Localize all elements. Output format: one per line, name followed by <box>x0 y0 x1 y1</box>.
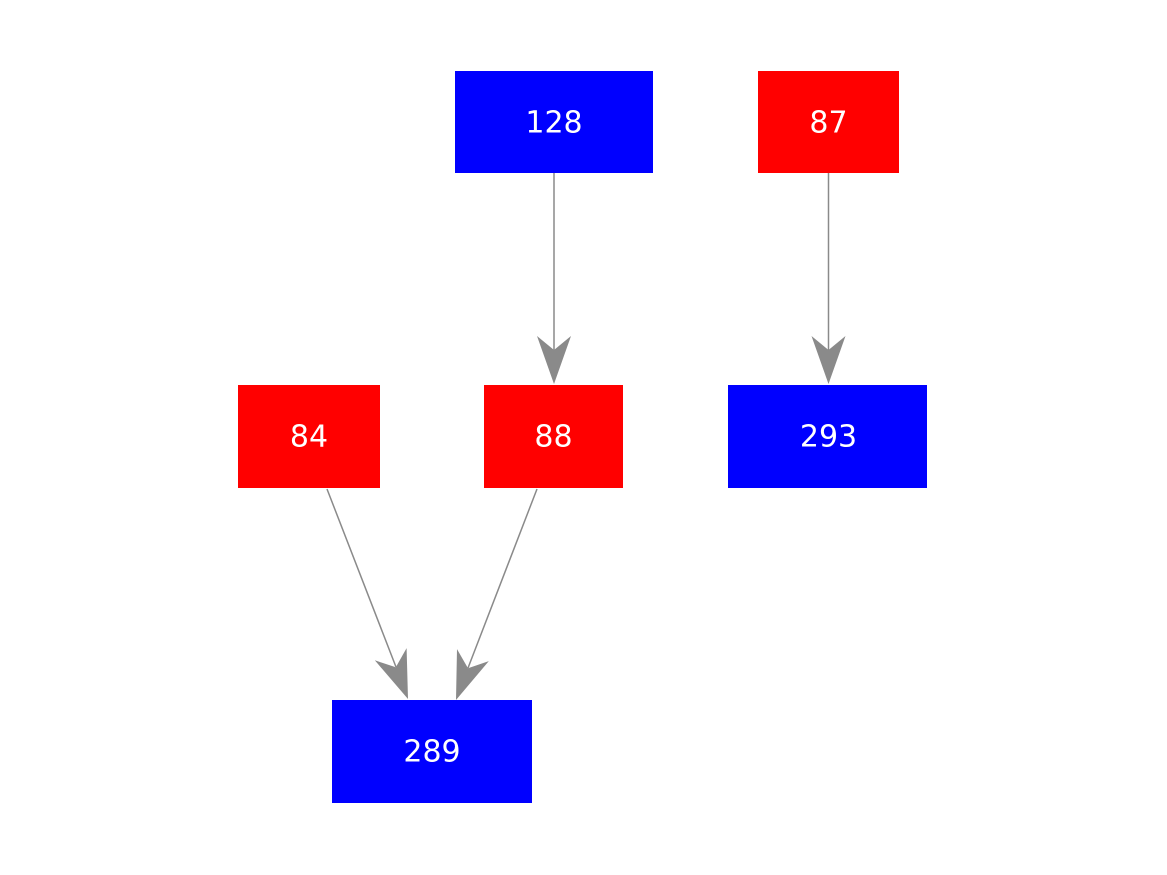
node-293-label: 293 <box>800 420 857 455</box>
node-84-label: 84 <box>290 420 328 455</box>
edge-84-289-line <box>326 488 397 668</box>
edge-88-289-line <box>467 488 538 669</box>
node-88 <box>484 385 623 488</box>
nodes-layer: 128 87 84 88 293 289 <box>238 71 927 803</box>
node-293 <box>728 385 927 488</box>
node-289 <box>332 700 532 803</box>
edges-layer <box>326 173 846 700</box>
node-128 <box>455 71 653 173</box>
node-84 <box>238 385 380 488</box>
node-87-label: 87 <box>809 106 847 141</box>
edge-88-289-arrowhead-icon <box>456 649 489 700</box>
node-87 <box>758 71 899 173</box>
edge-128-88-arrowhead-icon <box>537 336 571 384</box>
node-88-label: 88 <box>534 420 572 455</box>
node-289-label: 289 <box>403 735 460 770</box>
node-128-label: 128 <box>525 106 582 141</box>
edge-84-289-arrowhead-icon <box>374 648 408 699</box>
edge-87-293-arrowhead-icon <box>811 336 846 384</box>
